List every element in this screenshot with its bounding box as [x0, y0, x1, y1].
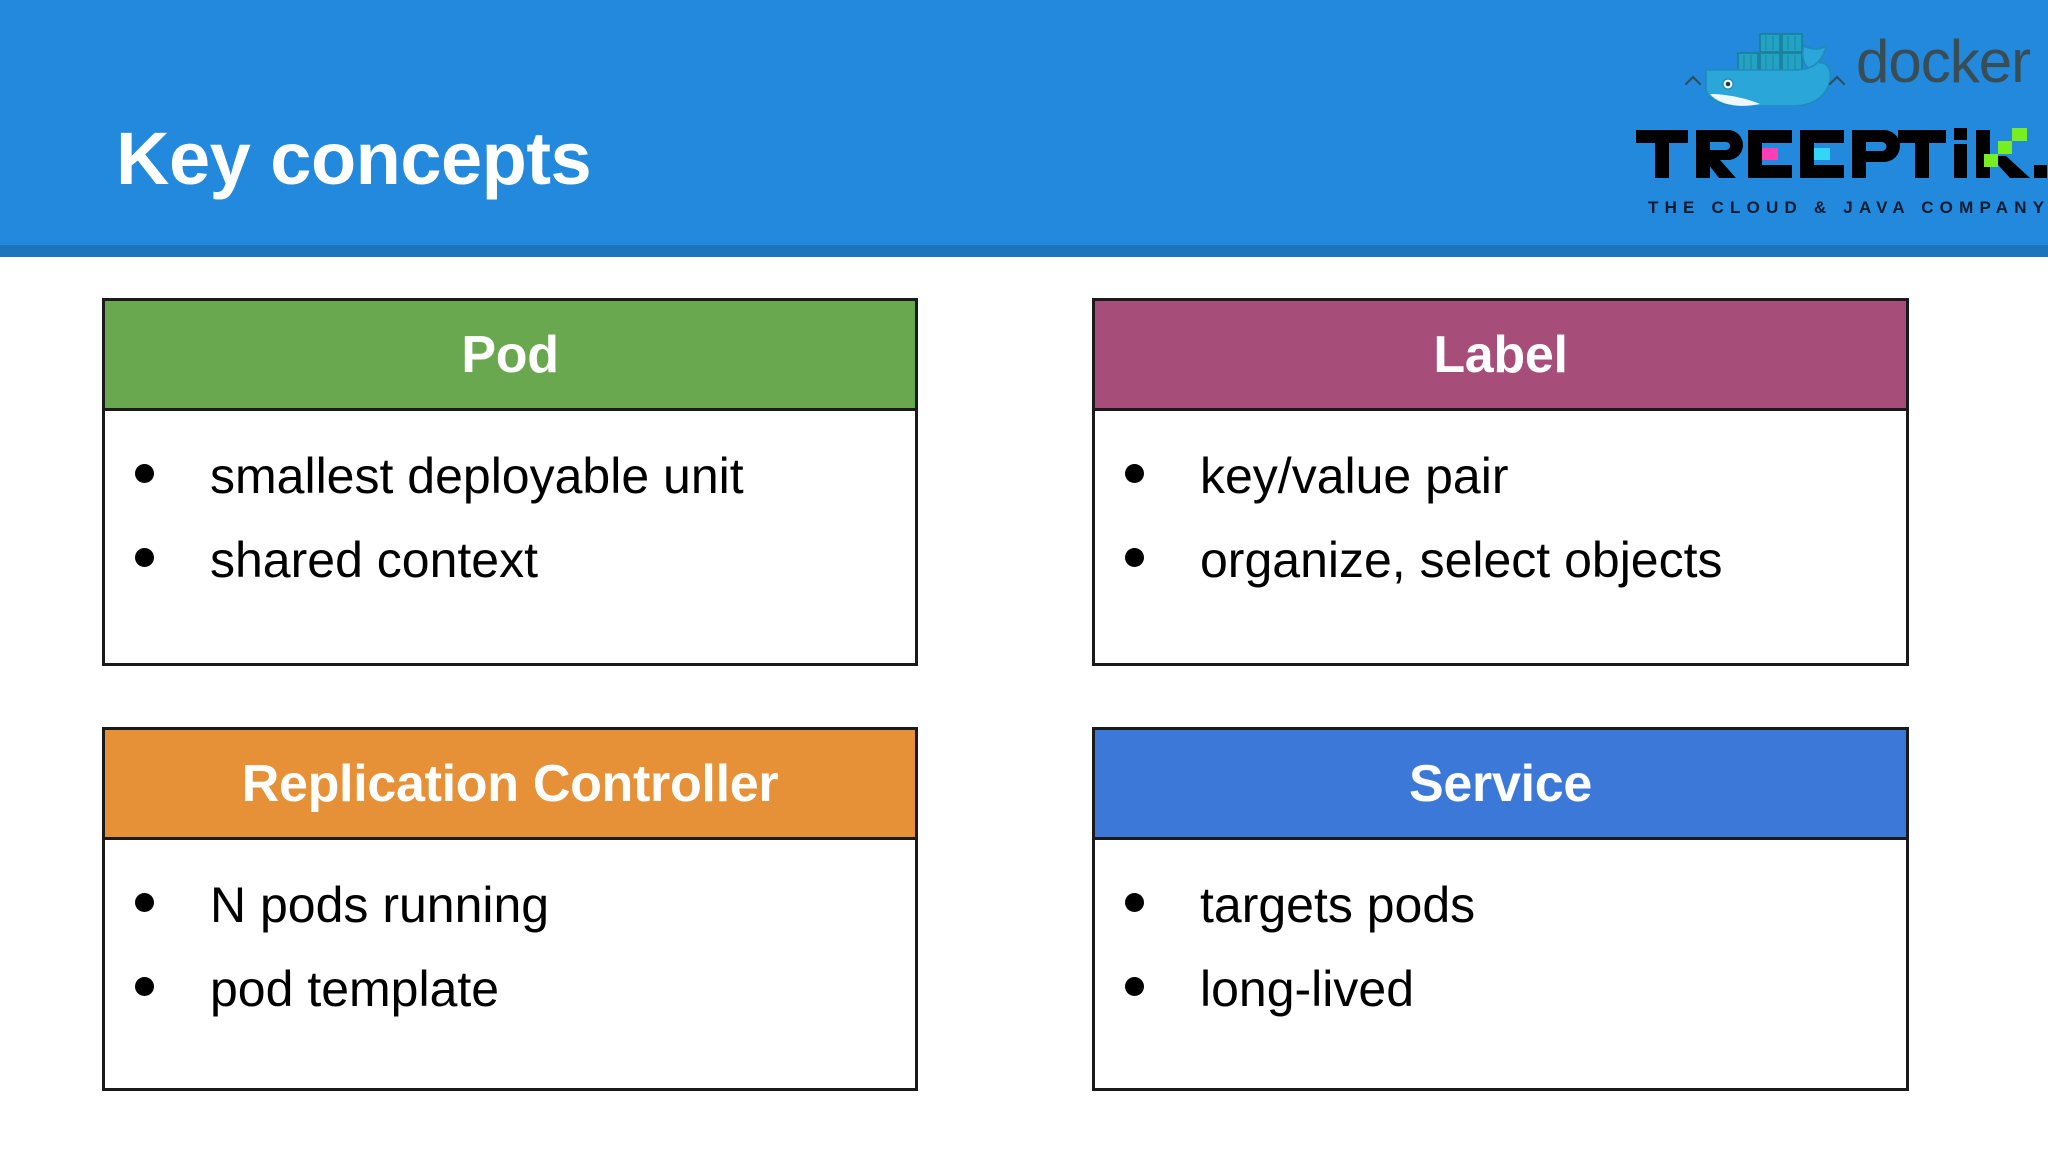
treeptik-logo	[1636, 126, 2048, 182]
slide-header-underline	[0, 245, 2048, 257]
concept-card-service: Service targets pods long-lived	[1092, 727, 1909, 1091]
bullet-dot-icon	[1125, 548, 1144, 567]
bullet-text: key/value pair	[1200, 448, 1509, 504]
bullet-text: targets pods	[1200, 877, 1476, 933]
card-title: Pod	[461, 325, 559, 384]
bullet-dot-icon	[1125, 893, 1144, 912]
bullet-text: smallest deployable unit	[210, 448, 744, 504]
bullet-dot-icon	[135, 464, 154, 483]
treeptik-tagline: THE CLOUD & JAVA COMPANY	[1648, 198, 2048, 217]
list-item: key/value pair	[1095, 451, 1906, 501]
concept-card-pod: Pod smallest deployable unit shared cont…	[102, 298, 918, 666]
concept-card-replication-controller: Replication Controller N pods running po…	[102, 727, 918, 1091]
list-item: shared context	[105, 535, 915, 585]
bullet-list: N pods running pod template	[105, 880, 915, 1014]
concept-card-label: Label key/value pair organize, select ob…	[1092, 298, 1909, 666]
card-header-pod: Pod	[105, 301, 915, 411]
bullet-list: smallest deployable unit shared context	[105, 451, 915, 585]
card-body-label: key/value pair organize, select objects	[1095, 411, 1906, 585]
list-item: long-lived	[1095, 964, 1906, 1014]
bullet-dot-icon	[135, 548, 154, 567]
card-body-pod: smallest deployable unit shared context	[105, 411, 915, 585]
list-item: organize, select objects	[1095, 535, 1906, 585]
list-item: N pods running	[105, 880, 915, 930]
bullet-text: shared context	[210, 532, 538, 588]
accent-square-pink	[1762, 148, 1778, 160]
card-title: Service	[1409, 754, 1592, 813]
bullet-dot-icon	[135, 977, 154, 996]
bullet-list: key/value pair organize, select objects	[1095, 451, 1906, 585]
list-item: pod template	[105, 964, 915, 1014]
card-title: Replication Controller	[241, 754, 779, 813]
card-body-replication-controller: N pods running pod template	[105, 840, 915, 1014]
docker-logo: docker	[1676, 10, 2036, 106]
bullet-dot-icon	[135, 893, 154, 912]
bullet-text: long-lived	[1200, 961, 1415, 1017]
card-header-replication-controller: Replication Controller	[105, 730, 915, 840]
page-title: Key concepts	[116, 117, 592, 200]
bullet-dot-icon	[1125, 977, 1144, 996]
slide-header-banner	[0, 0, 2048, 245]
svg-text:docker: docker	[1856, 28, 2030, 95]
accent-square-cyan	[1814, 148, 1830, 160]
bullet-dot-icon	[1125, 464, 1144, 483]
bullet-text: N pods running	[210, 877, 550, 933]
card-body-service: targets pods long-lived	[1095, 840, 1906, 1014]
treeptik-wordmark-icon	[1636, 128, 2047, 178]
docker-whale-icon: docker	[1684, 28, 2031, 106]
list-item: smallest deployable unit	[105, 451, 915, 501]
list-item: targets pods	[1095, 880, 1906, 930]
bullet-text: organize, select objects	[1200, 532, 1723, 588]
accent-squares-green	[1984, 128, 2027, 167]
card-title: Label	[1433, 325, 1568, 384]
bullet-text: pod template	[210, 961, 500, 1017]
bullet-list: targets pods long-lived	[1095, 880, 1906, 1014]
card-header-service: Service	[1095, 730, 1906, 840]
card-header-label: Label	[1095, 301, 1906, 411]
